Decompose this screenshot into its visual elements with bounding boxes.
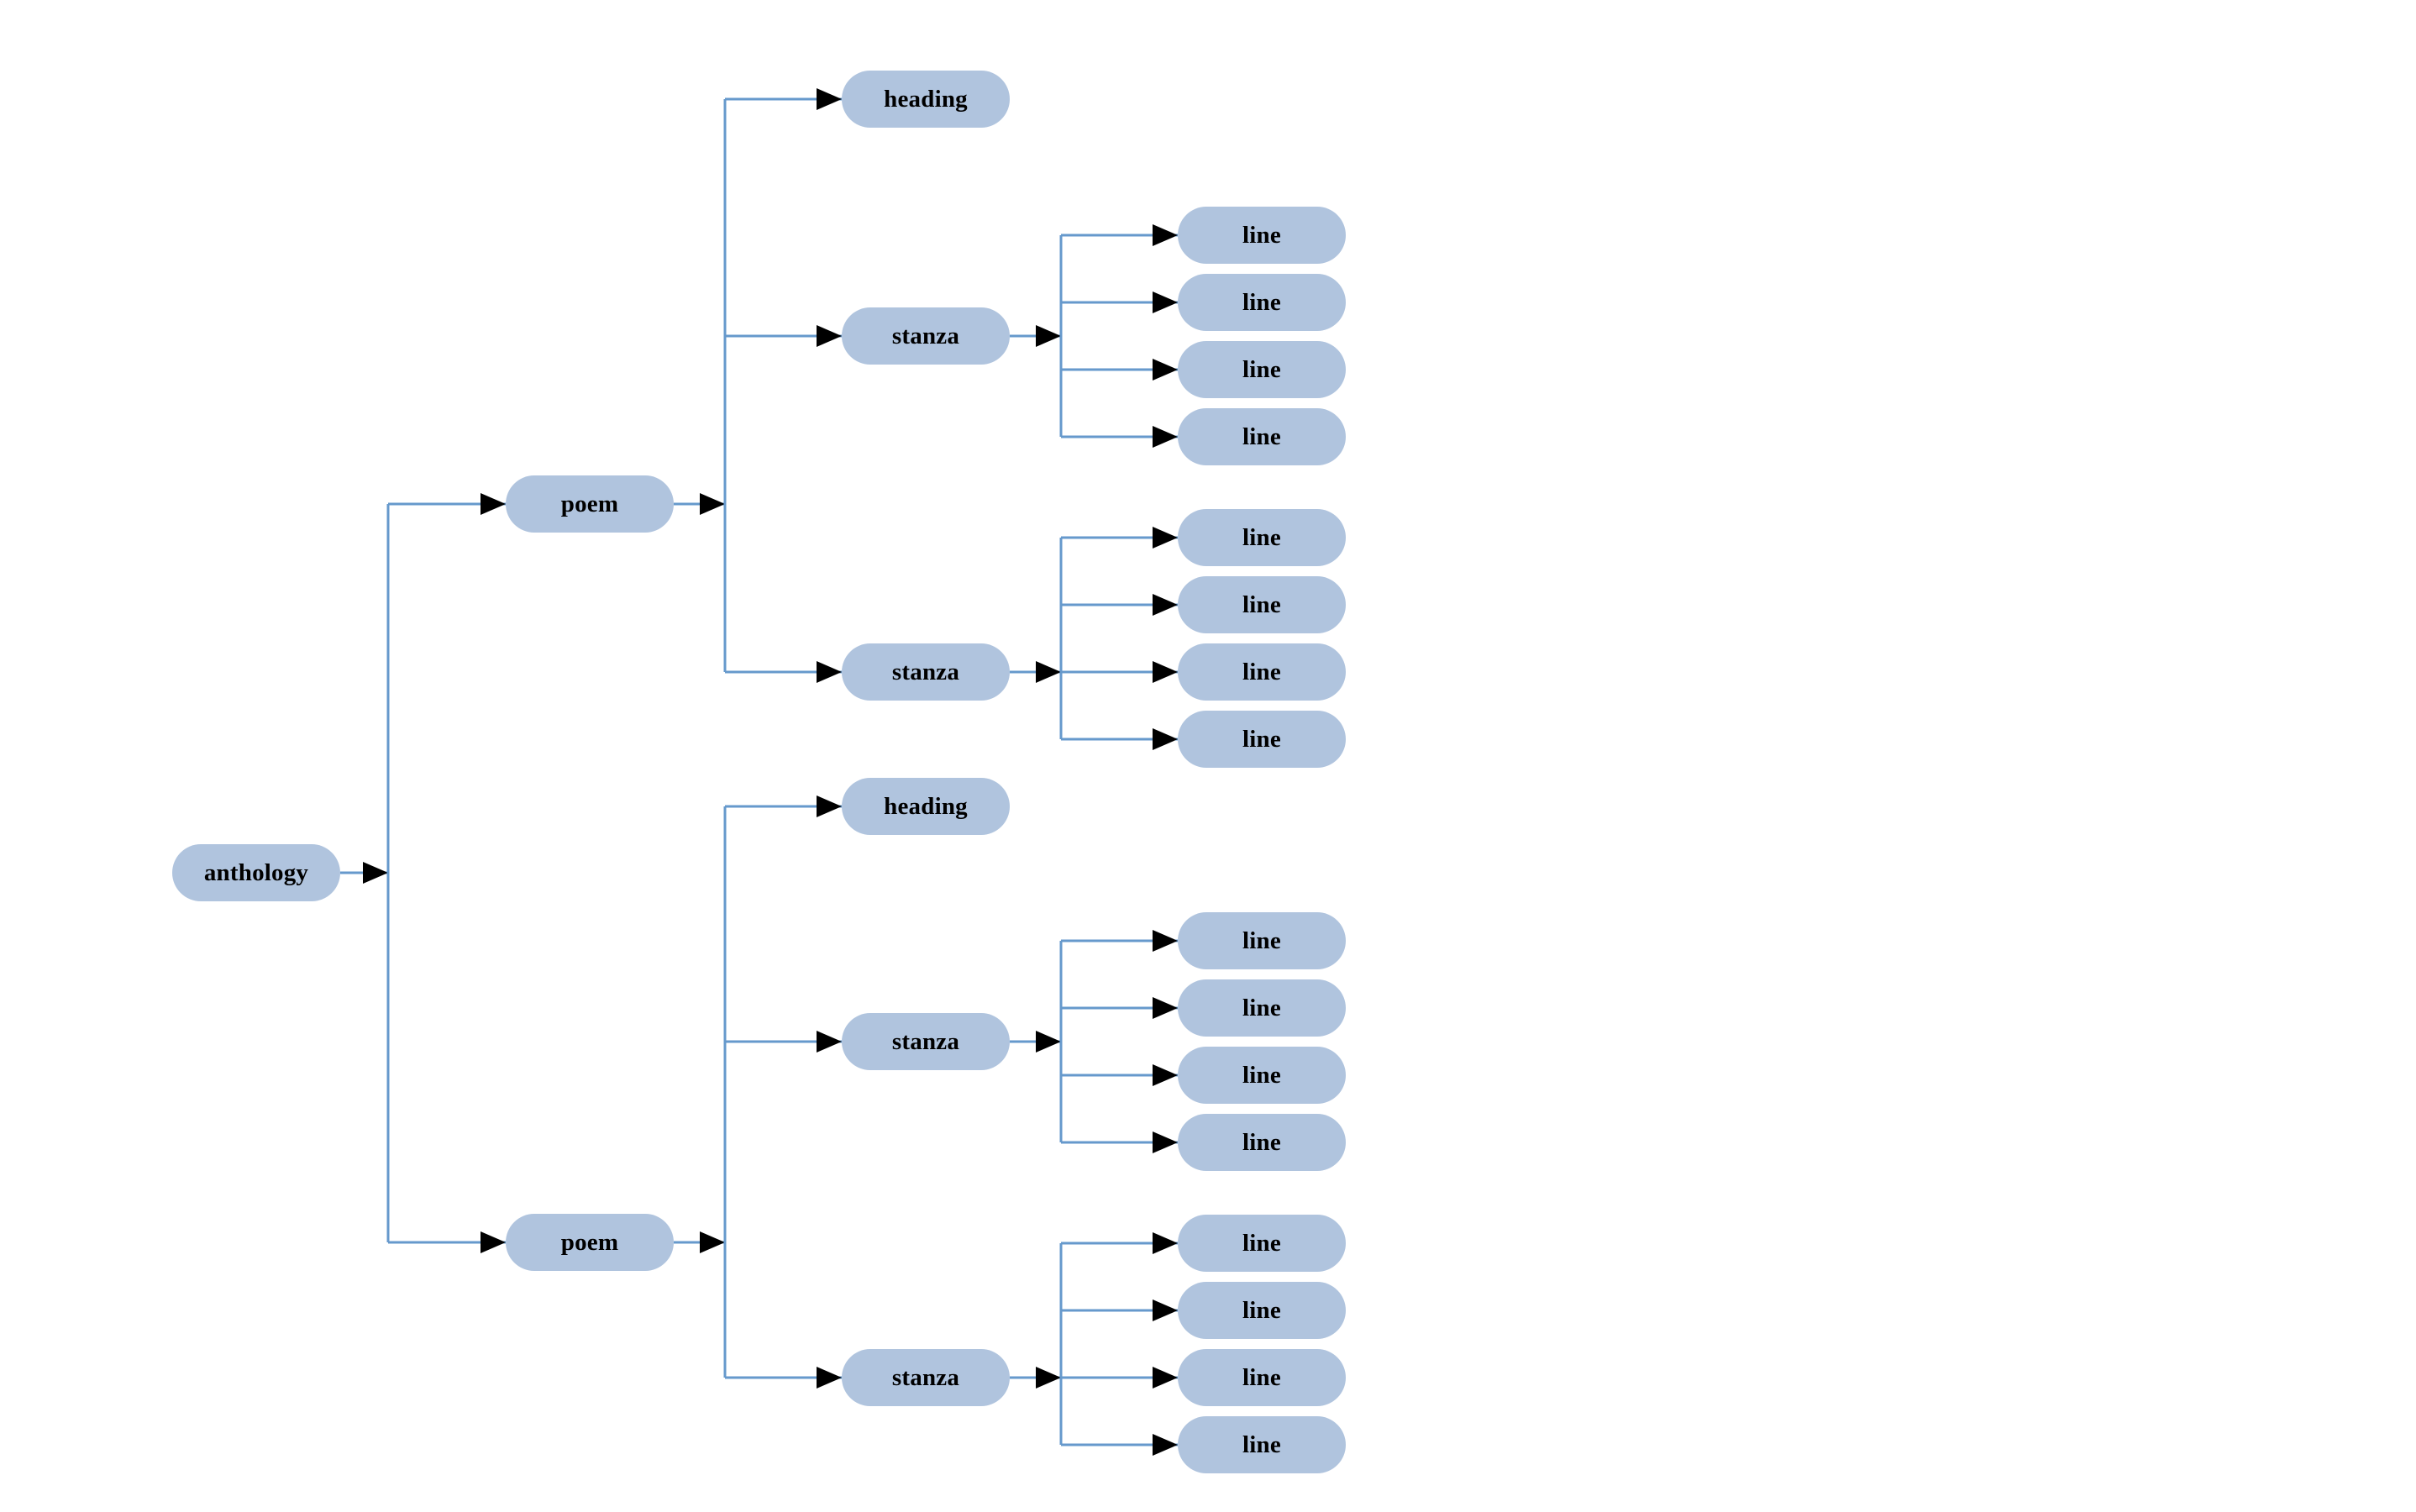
arrowhead-into-stanza3 — [817, 1031, 842, 1053]
tree-node-s3line3[interactable]: line — [1178, 1047, 1346, 1104]
tree-node-s2line4[interactable]: line — [1178, 711, 1346, 768]
tree-node-poem2[interactable]: poem — [506, 1214, 674, 1271]
arrowhead-into-s2line1 — [1153, 527, 1178, 549]
tree-node-heading1[interactable]: heading — [842, 71, 1010, 128]
tree-node-s2line3[interactable]: line — [1178, 643, 1346, 701]
arrowhead-into-s1line4 — [1153, 426, 1178, 448]
arrowhead-into-s1line3 — [1153, 359, 1178, 381]
arrowhead-stanza4-out — [1036, 1367, 1061, 1389]
arrowhead-into-s2line2 — [1153, 594, 1178, 616]
arrowhead-into-s4line3 — [1153, 1367, 1178, 1389]
tree-node-s2line1[interactable]: line — [1178, 509, 1346, 566]
arrowhead-into-stanza2 — [817, 661, 842, 683]
arrowhead-into-s3line2 — [1153, 997, 1178, 1019]
tree-node-s4line1[interactable]: line — [1178, 1215, 1346, 1272]
tree-node-s4line4[interactable]: line — [1178, 1416, 1346, 1473]
arrowhead-into-poem2 — [481, 1231, 506, 1253]
arrowhead-into-heading2 — [817, 795, 842, 817]
tree-node-stanza2[interactable]: stanza — [842, 643, 1010, 701]
tree-node-s4line3[interactable]: line — [1178, 1349, 1346, 1406]
arrowhead-into-stanza1 — [817, 325, 842, 347]
tree-node-s3line1[interactable]: line — [1178, 912, 1346, 969]
tree-node-s2line2[interactable]: line — [1178, 576, 1346, 633]
arrowhead-into-s3line4 — [1153, 1131, 1178, 1153]
arrowhead-into-s3line1 — [1153, 930, 1178, 952]
arrowhead-into-s3line3 — [1153, 1064, 1178, 1086]
arrowhead-into-s1line2 — [1153, 291, 1178, 313]
arrowhead-into-s4line2 — [1153, 1299, 1178, 1321]
tree-node-s1line3[interactable]: line — [1178, 341, 1346, 398]
arrowhead-into-s4line1 — [1153, 1232, 1178, 1254]
tree-node-poem1[interactable]: poem — [506, 475, 674, 533]
arrowhead-into-poem1 — [481, 493, 506, 515]
arrowhead-stanza3-out — [1036, 1031, 1061, 1053]
arrowhead-stanza1-out — [1036, 325, 1061, 347]
arrowhead-into-s4line4 — [1153, 1434, 1178, 1456]
tree-node-s1line2[interactable]: line — [1178, 274, 1346, 331]
arrowhead-into-s2line3 — [1153, 661, 1178, 683]
arrowhead-stanza2-out — [1036, 661, 1061, 683]
arrowhead-poem1-out — [700, 493, 725, 515]
arrowhead-into-s2line4 — [1153, 728, 1178, 750]
tree-node-s3line2[interactable]: line — [1178, 979, 1346, 1037]
arrowhead-into-s1line1 — [1153, 224, 1178, 246]
tree-node-s1line4[interactable]: line — [1178, 408, 1346, 465]
tree-node-s1line1[interactable]: line — [1178, 207, 1346, 264]
tree-node-stanza4[interactable]: stanza — [842, 1349, 1010, 1406]
tree-node-s4line2[interactable]: line — [1178, 1282, 1346, 1339]
tree-node-s3line4[interactable]: line — [1178, 1114, 1346, 1171]
arrowhead-into-stanza4 — [817, 1367, 842, 1389]
tree-node-heading2[interactable]: heading — [842, 778, 1010, 835]
tree-node-anthology[interactable]: anthology — [172, 844, 340, 901]
tree-node-stanza3[interactable]: stanza — [842, 1013, 1010, 1070]
arrowhead-poem2-out — [700, 1231, 725, 1253]
arrowhead-into-heading1 — [817, 88, 842, 110]
arrowhead-anthology-out — [363, 862, 388, 884]
tree-node-stanza1[interactable]: stanza — [842, 307, 1010, 365]
